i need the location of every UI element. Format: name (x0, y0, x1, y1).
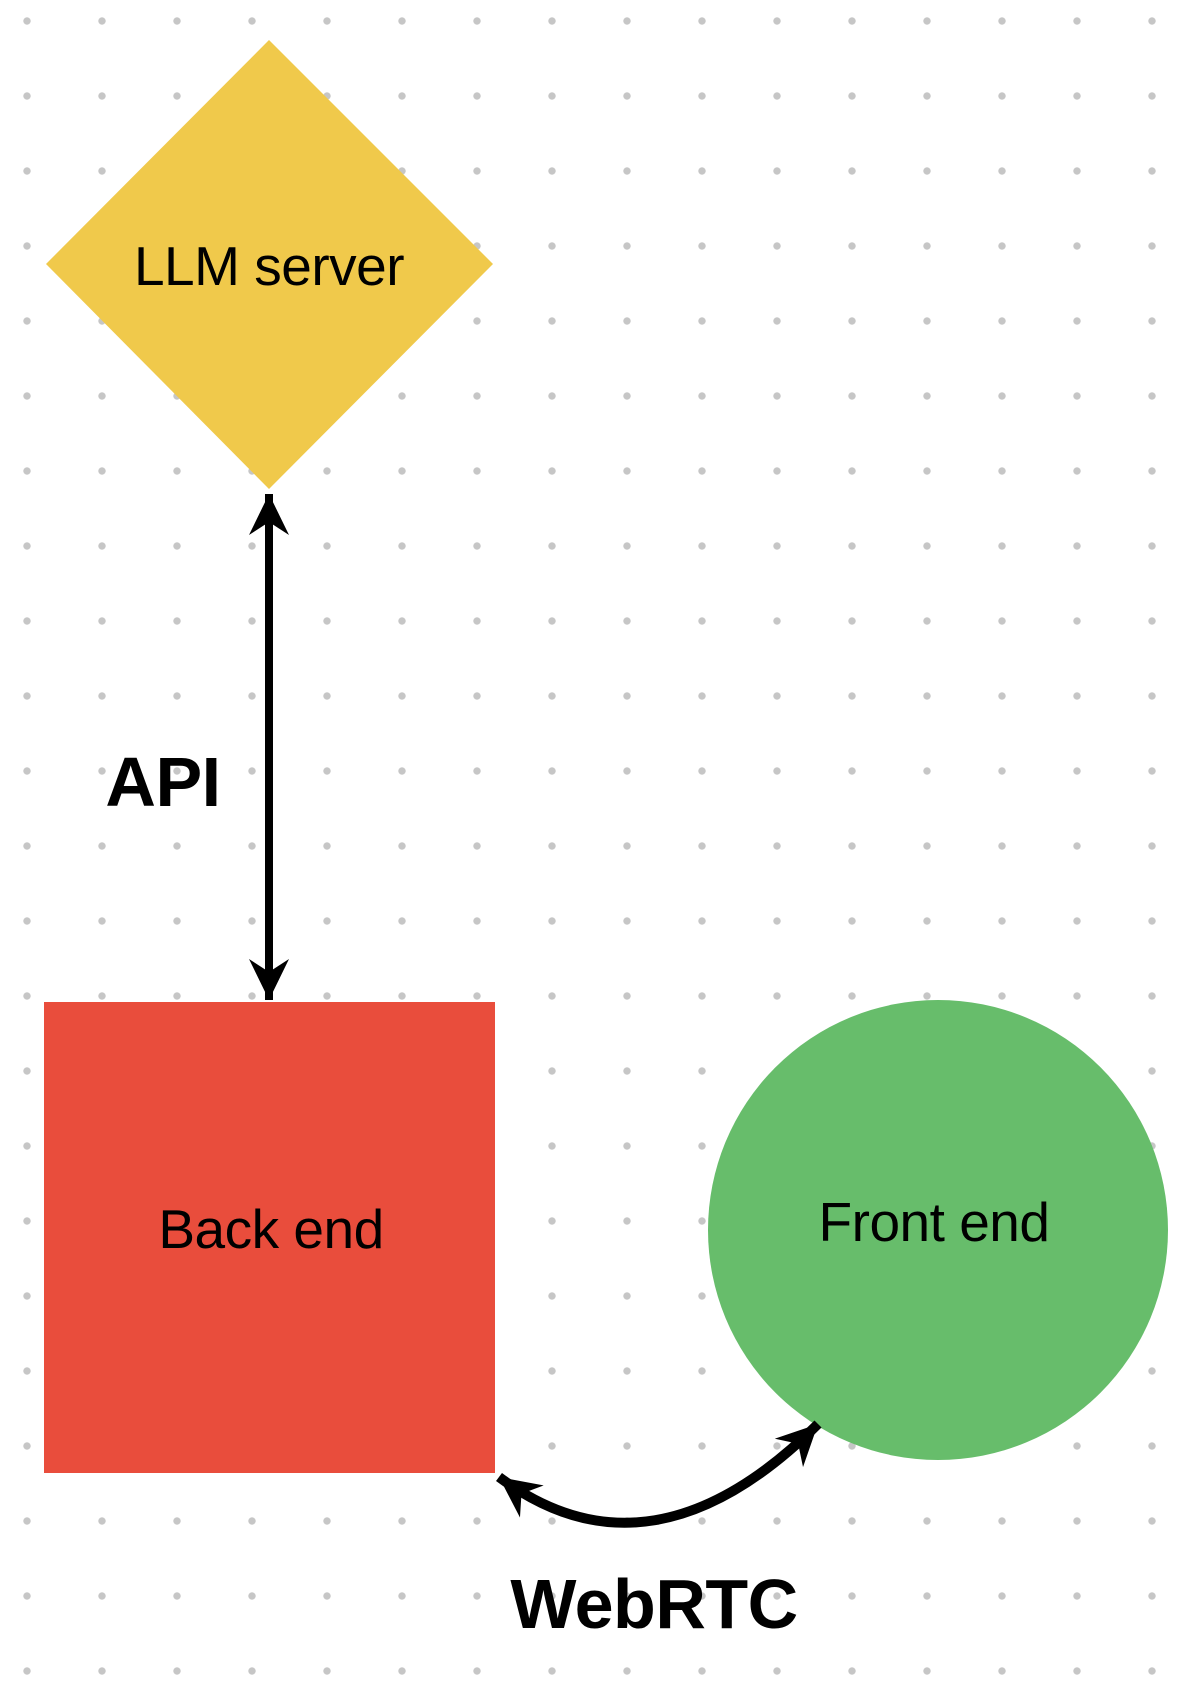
back-end-square-shape[interactable] (44, 1002, 495, 1473)
webrtc-arrow[interactable] (496, 1420, 822, 1528)
back-end-label: Back end (158, 1198, 384, 1260)
webrtc-arrow-label: WebRTC (510, 1565, 798, 1643)
front-end-label: Front end (818, 1191, 1050, 1253)
llm-server-label: LLM server (133, 235, 405, 297)
llm-server-diamond-shape[interactable] (46, 40, 493, 489)
front-end-circle-shape[interactable] (708, 1000, 1168, 1460)
api-arrow-label: API (105, 743, 221, 821)
